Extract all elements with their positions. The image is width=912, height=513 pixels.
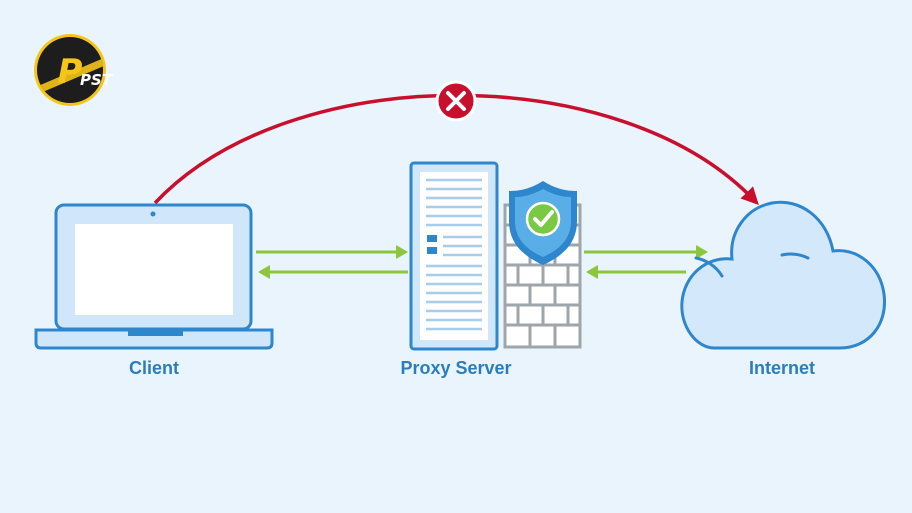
pst-logo: P PST: [34, 34, 114, 106]
laptop-icon: [34, 203, 274, 350]
proxy-server-label: Proxy Server: [400, 358, 512, 378]
shield-check-icon: [509, 181, 577, 265]
blocked-direct-connection: [153, 80, 759, 206]
cloud-icon: [680, 200, 887, 350]
client-label: Client: [128, 358, 179, 378]
proxy-internet-arrows: [584, 245, 708, 279]
logo-letter-p: P: [58, 52, 83, 92]
logo-text: PST: [80, 71, 114, 89]
x-circle-icon: [435, 80, 477, 122]
client-proxy-arrows: [256, 245, 408, 279]
server-tower-icon: [409, 161, 499, 351]
internet-label: Internet: [748, 358, 815, 378]
